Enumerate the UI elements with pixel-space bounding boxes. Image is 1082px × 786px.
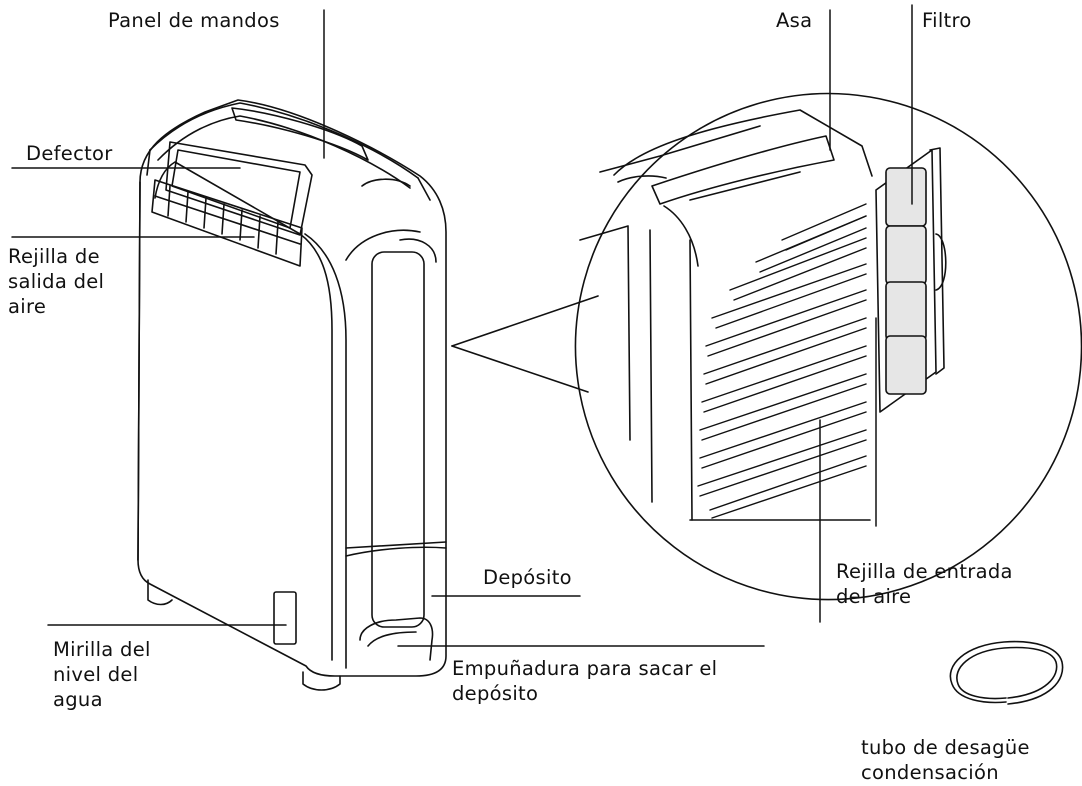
leader-lines <box>11 4 913 647</box>
label-handle: Asa <box>776 9 813 32</box>
label-tank-handle: Empuñadura para sacar el depósito <box>452 657 718 705</box>
label-drain-tube: tubo de desagüe condensación <box>861 736 1030 784</box>
dehumidifier-body <box>137 99 447 691</box>
label-air-inlet-grille: Rejilla de entrada del aire <box>836 560 1013 608</box>
label-tank: Depósito <box>483 566 572 589</box>
drain-tube-illustration <box>949 640 1064 705</box>
label-deflector: Defector <box>26 142 113 165</box>
zoom-connector <box>451 295 599 393</box>
label-control-panel: Panel de mandos <box>108 9 280 32</box>
filter-assembly <box>875 147 947 413</box>
label-filter: Filtro <box>922 9 972 32</box>
magnified-detail <box>574 92 1082 601</box>
air-inlet-grille <box>697 203 867 519</box>
air-outlet-grille <box>151 179 303 267</box>
label-air-outlet-grille: Rejilla de salida del aire <box>8 245 105 318</box>
label-water-level-window: Mirilla del nivel del agua <box>53 638 151 711</box>
